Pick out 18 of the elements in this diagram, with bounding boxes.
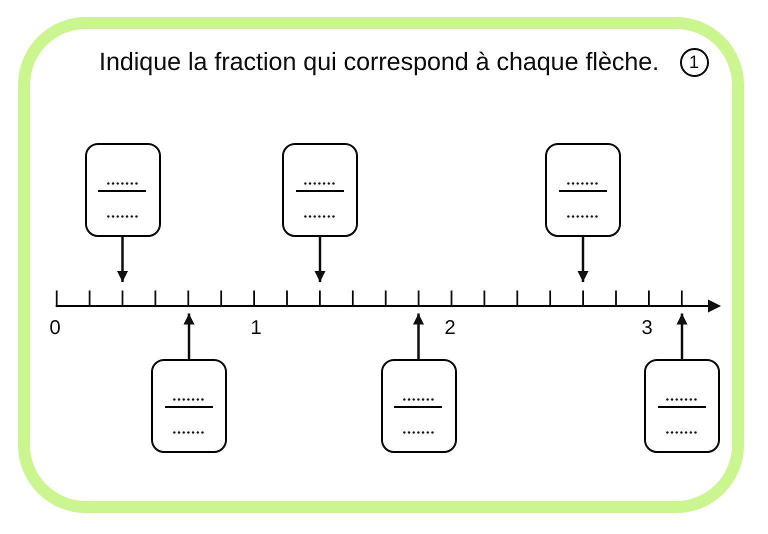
fraction-box	[84, 143, 160, 237]
arrow	[578, 237, 588, 282]
arrow	[184, 314, 194, 359]
tick-label: 3	[640, 318, 654, 338]
tick-label: 1	[249, 318, 263, 338]
instruction-text: Indique la fraction qui correspond à chaque flèche.	[99, 48, 660, 76]
arrow	[676, 314, 688, 359]
exercise-number: 1	[680, 48, 708, 77]
arrow	[413, 314, 424, 359]
tick-label: 0	[48, 318, 62, 338]
fraction-box	[545, 143, 621, 237]
arrow	[117, 237, 128, 282]
fraction-box	[151, 359, 227, 453]
fraction-box	[644, 359, 720, 453]
arrow	[314, 237, 326, 282]
fraction-box	[380, 359, 456, 453]
fraction-box	[282, 143, 358, 237]
tick-label: 2	[443, 318, 457, 338]
